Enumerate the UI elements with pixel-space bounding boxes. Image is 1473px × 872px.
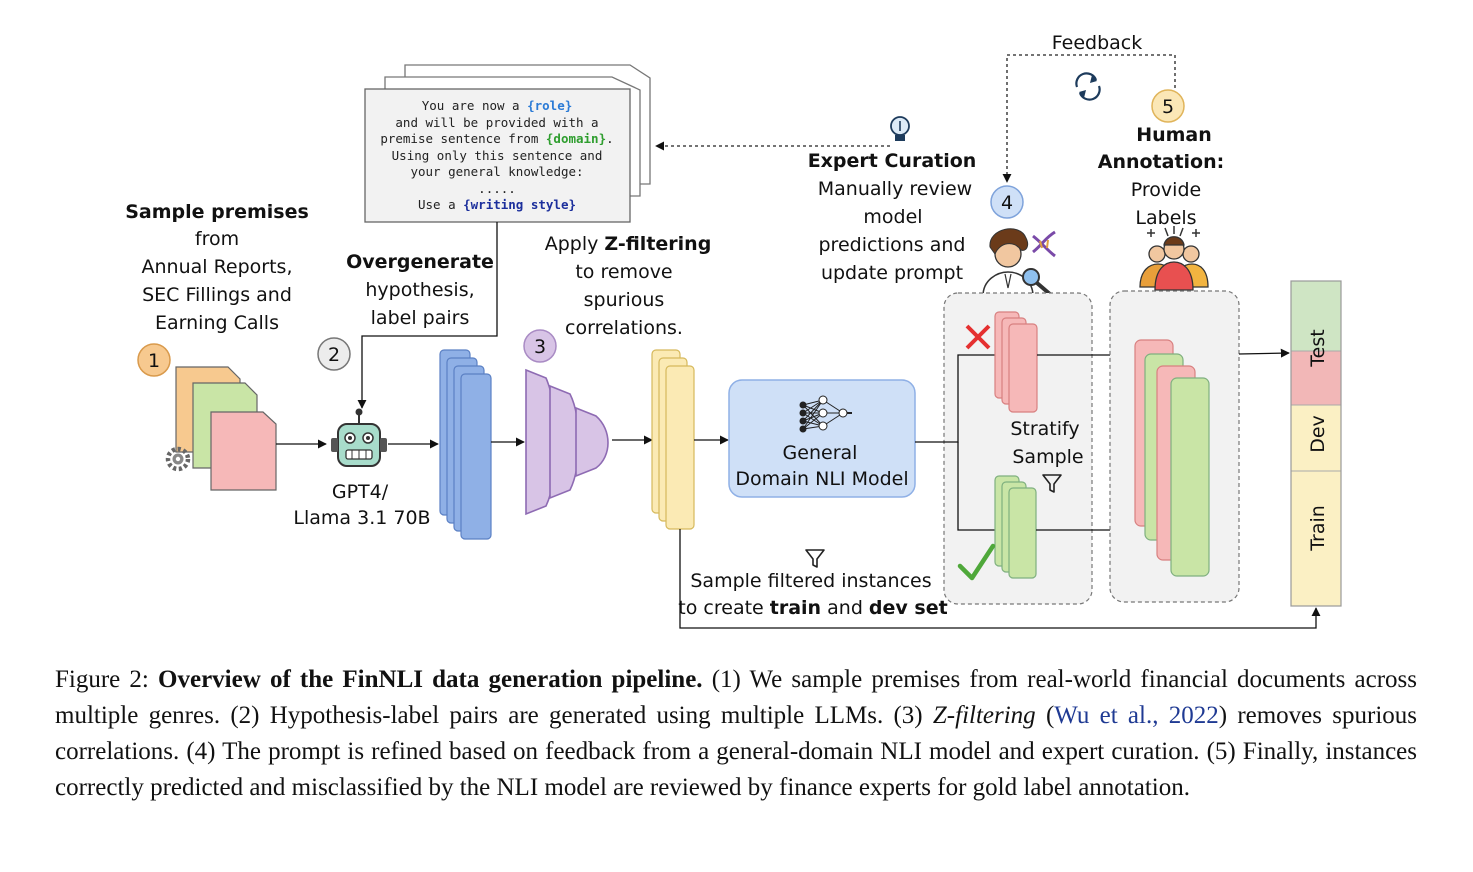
expert-curation-line: update prompt [821,262,963,284]
hypothesis-stack [439,349,492,540]
model-name-line: GPT4/ [332,481,389,503]
nli-model-box: General Domain NLI Model [728,379,916,498]
sparkle-marks [1147,226,1200,237]
svg-text:4: 4 [1001,192,1013,214]
red-cross-icon [965,324,991,350]
expert-curation-title: Expert Curation [808,150,977,172]
human-annotation-title: Annotation: [1098,151,1225,173]
sample-premises-title: Sample premises [125,201,309,223]
svg-text:.....: ..... [478,181,516,196]
neural-network-icon [799,395,852,433]
figure-caption: Figure 2: Overview of the FinNLI data ge… [55,662,1417,806]
caption-text: (1) We sample premises from real-world f… [55,666,1417,729]
filter-icon [805,549,825,568]
svg-text:and will be provided with a: and will be provided with a [395,115,598,130]
human-annotation-line: Provide [1131,179,1201,201]
svg-text:Use a {writing style}: Use a {writing style} [418,197,576,212]
stratify-region [943,292,1093,605]
overgenerate-title: Overgenerate [346,251,494,273]
step-badge-4: 4 [990,185,1024,219]
expert-curation-line: model [863,206,922,228]
svg-text:1: 1 [148,350,160,372]
misclassified-stack [994,311,1038,413]
svg-text:3: 3 [534,336,546,358]
zfilter-line: spurious [584,289,665,311]
expert-icon [982,228,1034,297]
green-check-icon [957,543,996,581]
caption-prefix: Figure 2: [55,666,159,693]
model-name-line: Llama 3.1 70B [293,507,430,529]
zfilter-title: Apply Z-filtering [545,233,712,255]
human-annotation-line: Labels [1135,207,1196,229]
gear-icon [165,446,191,472]
step-badge-3: 3 [523,329,557,363]
sample-premises-line: SEC Fillings and [142,284,292,306]
svg-text:your general knowledge:: your general knowledge: [410,164,583,179]
svg-text:Using only this sentence and: Using only this sentence and [392,148,603,163]
stratify-line: Stratify [1010,418,1079,440]
filter-icon [1042,474,1062,493]
sample-premises-line: Annual Reports, [141,256,292,278]
caption-text: ) removes spurious correlations. (4) The… [55,702,1417,801]
sample-filtered-line: to create train and dev set [678,597,947,619]
zfilter-funnel [525,368,609,516]
human-annotation-title: Human [1136,124,1212,146]
split-dev-label: Dev [1307,415,1329,453]
split-test-label: Test [1307,329,1329,367]
sample-premises-line: from [195,228,239,250]
caption-title: Overview of the FinNLI data generation p… [158,666,703,693]
prompt-to-llm-arrow [357,222,498,409]
correct-stack [994,475,1037,579]
step-badge-1: 1 [137,343,171,377]
caption-zfilter: Z-filtering [932,702,1036,729]
svg-text:premise sentence from {domain}: premise sentence from {domain}. [380,131,613,146]
stratify-line: Sample [1012,446,1083,468]
feedback-loop-line [1002,54,1176,183]
filtered-stack [651,349,695,530]
feedback-label: Feedback [1052,32,1142,54]
magnifier-icon [1022,268,1053,297]
zfilter-line: correlations. [565,317,683,339]
refresh-icon [1075,72,1101,101]
lightbulb-icon [890,116,910,141]
sample-filtered-line: Sample filtered instances [690,570,931,592]
sample-premises-line: Earning Calls [155,312,279,334]
citation-link[interactable]: Wu et al., 2022 [1054,702,1219,729]
svg-text:2: 2 [328,344,340,366]
expert-curation-line: Manually review [818,178,972,200]
overgenerate-line: label pairs [371,307,470,329]
svg-text:You are now a {role}: You are now a {role} [422,98,573,113]
svg-text:5: 5 [1162,96,1174,118]
document-stack-icon [175,366,277,491]
annotated-stack [1134,339,1210,577]
prompt-card-stack: You are now a {role} and will be provide… [364,64,651,223]
overgenerate-line: hypothesis, [365,279,474,301]
nli-model-line: Domain NLI Model [735,468,908,490]
train-dev-path [679,529,1321,629]
step-badge-2: 2 [317,337,351,371]
split-train-label: Train [1307,505,1329,552]
caption-text: ( [1035,702,1055,729]
expert-curation-line: predictions and [818,234,965,256]
dna-icon [1032,230,1056,258]
zfilter-line: to remove [575,261,672,283]
step-badge-5: 5 [1151,89,1185,123]
robot-icon [331,408,387,467]
nli-model-line: General [783,442,858,464]
crowd-icon [1139,236,1209,291]
pipeline-diagram: You are now a {role} and will be provide… [125,32,1342,629]
dataset-splits-bar: Test Dev Train [1290,280,1342,607]
